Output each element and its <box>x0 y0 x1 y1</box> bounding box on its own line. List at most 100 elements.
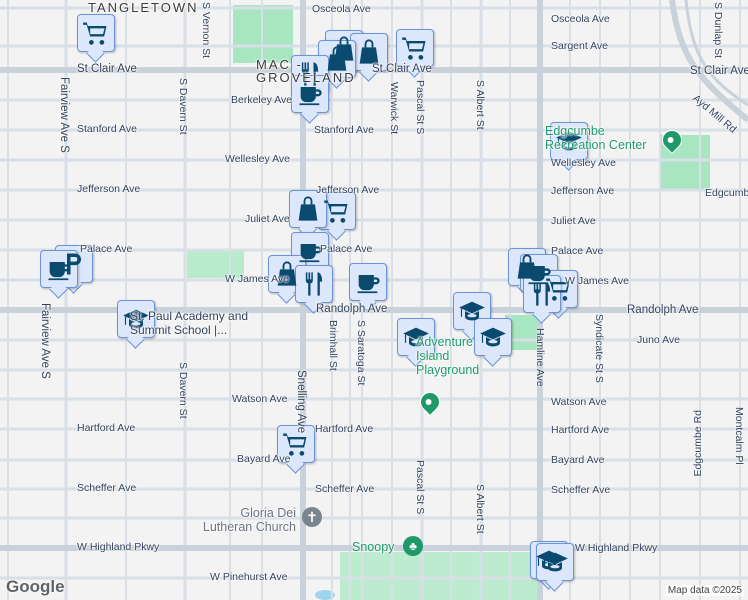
street-label: Watson Ave <box>551 396 607 408</box>
school-icon <box>479 323 507 351</box>
street-label: Hartford Ave <box>551 424 610 436</box>
cup-icon <box>45 255 73 283</box>
street-label: Edgcumbe Rd <box>692 410 704 477</box>
map-marker-shopping-bag[interactable] <box>318 40 356 78</box>
map-marker-school[interactable] <box>536 543 574 581</box>
street-label: W Pinehurst Ave <box>210 571 288 583</box>
street-label: S Dunlap St <box>712 2 724 59</box>
street-label: Bayard Ave <box>551 454 605 466</box>
street-label: Palace Ave <box>320 243 373 255</box>
map-marker-school[interactable] <box>453 292 491 330</box>
street-label: Palace Ave <box>551 245 604 257</box>
street-label: Juno Ave <box>637 334 681 346</box>
church-cross-icon[interactable]: ✝ <box>302 507 322 527</box>
map-marker-school[interactable] <box>397 318 435 356</box>
restaurant-icon <box>528 280 556 308</box>
school-icon <box>541 548 569 576</box>
poi-playground[interactable]: Adventure Island Playground <box>416 335 480 377</box>
street-label: Hamline Ave <box>534 328 546 387</box>
map-marker-restaurant[interactable] <box>291 55 329 93</box>
school-icon <box>458 297 486 325</box>
map-marker-cup[interactable] <box>349 263 387 301</box>
street-label: Snelling Ave <box>295 370 307 434</box>
street-label: Sargent Ave <box>551 40 609 52</box>
map-marker-shopping-bag[interactable] <box>268 255 306 293</box>
cart-icon <box>401 34 429 62</box>
street-label: W James Ave <box>565 275 629 287</box>
street-label: S Albert St <box>474 80 486 130</box>
street-label: Berkeley Ave <box>231 94 293 106</box>
map-marker-cup[interactable] <box>40 250 78 288</box>
street-label: Osceola Ave <box>312 3 371 15</box>
parks <box>187 5 710 600</box>
poi-edgcumbe-recreation-center[interactable]: Edgcumbe Recreation Center <box>545 124 647 152</box>
poi-snoopy[interactable]: Snoopy <box>352 540 395 554</box>
map-marker-shopping-bag[interactable] <box>350 33 388 71</box>
poi-st-paul-academy[interactable]: St. Paul Academy and Summit School |... <box>130 309 249 337</box>
street-label: St Clair Ave <box>77 63 137 75</box>
map-marker-cart[interactable] <box>396 29 434 67</box>
street-label: Edgcumbe Rd <box>705 187 748 199</box>
shopping-bag-icon <box>294 195 322 223</box>
street-label: Fairview Ave S <box>39 303 51 379</box>
street-label: Syndicate St S <box>593 314 605 383</box>
neighborhood-tangletown: TANGLETOWN <box>88 0 199 15</box>
street-label: Jefferson Ave <box>77 183 141 195</box>
cart-icon <box>82 19 110 47</box>
street-label: Scheffer Ave <box>77 482 137 494</box>
cup-icon <box>354 268 382 296</box>
street-label: Scheffer Ave <box>551 484 611 496</box>
street-label: W Highland Pkwy <box>77 541 160 553</box>
street-label: Watson Ave <box>232 393 288 405</box>
map-attribution: Map data ©2025 <box>665 585 744 596</box>
street-label: S Saratoga St <box>355 320 367 386</box>
street-label: Hartford Ave <box>77 422 136 434</box>
shopping-bag-icon <box>355 38 383 66</box>
street-label: Randolph Ave <box>316 303 388 315</box>
street-label: S Davern St <box>177 362 189 419</box>
street-label: Pascal St S <box>414 80 426 135</box>
street-label: S Albert St <box>474 484 486 534</box>
street-label: Pascal St S <box>414 460 426 515</box>
street-label: Wellesley Ave <box>551 157 616 169</box>
map-marker-cart[interactable] <box>318 192 356 230</box>
street-label: Wellesley Ave <box>225 153 290 165</box>
street-label: Palace Ave <box>80 243 133 255</box>
neighborhood-mac-groveland: MAC - GROVELAND <box>256 57 356 85</box>
poi-gloria-dei-church[interactable]: Gloria Dei Lutheran Church <box>202 506 296 534</box>
google-logo: Google <box>6 577 65 596</box>
street-label: Bayard Ave <box>237 453 291 465</box>
map-marker-restaurant[interactable] <box>295 265 333 303</box>
map-marker-restaurant[interactable] <box>523 275 561 313</box>
street-label: W James Ave <box>225 273 289 285</box>
map-marker-school[interactable] <box>550 122 588 160</box>
street-label: Montcalm Pl <box>733 407 745 465</box>
cart-icon <box>323 197 351 225</box>
map-marker-cart[interactable] <box>277 425 315 463</box>
restaurant-icon <box>300 270 328 298</box>
street-label: S Davern St <box>177 78 189 135</box>
map-marker-cart[interactable] <box>77 14 115 52</box>
street-label: St Clair Ave <box>372 63 432 75</box>
street-label: Brimhall St <box>327 320 339 371</box>
street-label: Fairview Ave S <box>58 77 70 153</box>
street-label: Stanford Ave <box>77 123 137 135</box>
street-label: Osceola Ave <box>551 13 610 25</box>
street-label: Warwick St <box>388 82 400 135</box>
street-label: Hartford Ave <box>315 423 374 435</box>
street-label: Juliet Ave <box>245 213 290 225</box>
street-label: Scheffer Ave <box>315 483 375 495</box>
map-marker-cup[interactable] <box>291 75 329 113</box>
street-label: Jefferson Ave <box>551 185 615 197</box>
street-label: Randolph Ave <box>627 304 699 316</box>
street-label: W Highland Pkwy <box>575 542 658 554</box>
street-label: St Clair Ave <box>690 65 748 77</box>
map-marker-shopping-bag[interactable] <box>289 190 327 228</box>
street-label: Jefferson Ave <box>316 184 380 196</box>
map-marker-school[interactable] <box>117 300 155 338</box>
tree-icon[interactable]: ♣ <box>403 536 423 556</box>
street-label: Stanford Ave <box>314 124 374 136</box>
map-marker-school[interactable] <box>474 318 512 356</box>
street-label: S Vernon St <box>200 2 212 59</box>
street-label: Juliet Ave <box>551 215 596 227</box>
